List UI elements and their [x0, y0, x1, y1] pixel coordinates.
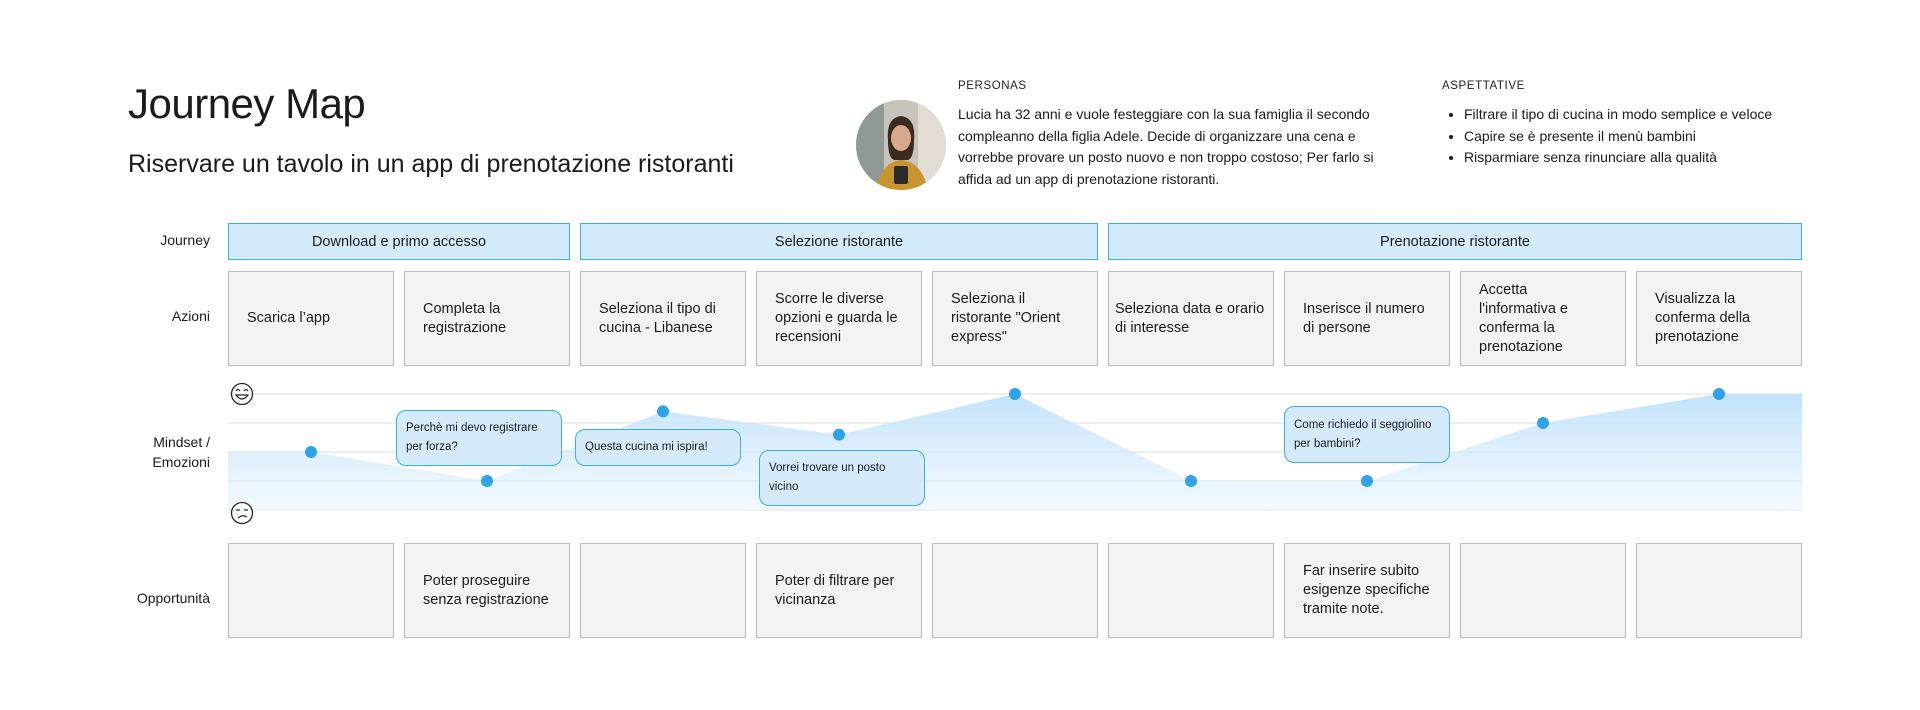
- aspettative-item: Capire se è presente il menù bambini: [1464, 126, 1864, 148]
- row-label-opportunita: Opportunità: [136, 590, 210, 606]
- opportunity-card: Far inserire subito esigenze specifiche …: [1284, 543, 1450, 638]
- row-label-mindset: Mindset /: [153, 434, 210, 450]
- journey-phase-download: Download e primo accesso: [228, 223, 570, 260]
- emotion-area: [228, 394, 1802, 510]
- opportunity-card: Poter proseguire senza registrazione: [404, 543, 570, 638]
- action-card: Inserisce il numero di persone: [1284, 271, 1450, 366]
- action-card: Scorre le diverse opzioni e guarda le re…: [756, 271, 922, 366]
- aspettative-list: Filtrare il tipo di cucina in modo sempl…: [1446, 104, 1864, 169]
- happy-face-icon: [230, 382, 254, 406]
- journey-phase-selezione: Selezione ristorante: [580, 223, 1098, 260]
- action-card: Scarica l’app: [228, 271, 394, 366]
- thought-bubble: Perchè mi devo registrare per forza?: [396, 410, 562, 466]
- personas-heading: PERSONAS: [958, 80, 1027, 92]
- row-label-azioni: Azioni: [171, 308, 210, 324]
- persona-avatar: [856, 100, 946, 190]
- opportunity-card: [228, 543, 394, 638]
- emotion-point: [481, 475, 493, 487]
- opportunity-card: Poter di filtrare per vicinanza: [756, 543, 922, 638]
- emotion-point: [1185, 475, 1197, 487]
- action-card: Visualizza la conferma della prenotazion…: [1636, 271, 1802, 366]
- aspettative-item: Risparmiare senza rinunciare alla qualit…: [1464, 147, 1864, 169]
- row-label-emozioni: Emozioni: [152, 454, 210, 470]
- opportunity-card: [1108, 543, 1274, 638]
- opportunity-card: [1636, 543, 1802, 638]
- thought-bubble: Questa cucina mi ispira!: [575, 429, 741, 466]
- page-title: Journey Map: [128, 80, 366, 127]
- aspettative-item: Filtrare il tipo di cucina in modo sempl…: [1464, 104, 1864, 126]
- action-card: Seleziona il ristorante "Orient express": [932, 271, 1098, 366]
- page-subtitle: Riservare un tavolo in un app di prenota…: [128, 150, 734, 178]
- emotion-point: [1537, 417, 1549, 429]
- emotion-point: [1009, 388, 1021, 400]
- personas-description: Lucia ha 32 anni e vuole festeggiare con…: [958, 106, 1374, 187]
- thought-bubble: Vorrei trovare un posto vicino: [759, 450, 925, 506]
- opportunity-card: [932, 543, 1098, 638]
- emotion-point: [833, 428, 845, 441]
- emotion-point: [1713, 388, 1725, 400]
- aspettative-heading: ASPETTATIVE: [1442, 80, 1525, 92]
- emotion-point: [1361, 475, 1373, 487]
- action-card: Accetta l'informativa e conferma la pren…: [1460, 271, 1626, 366]
- action-card: Seleziona data e orario di interesse: [1108, 271, 1274, 366]
- unhappy-face-icon: [230, 501, 254, 525]
- thought-bubble: Come richiedo il seggiolino per bambini?: [1284, 406, 1450, 463]
- emotion-point: [657, 405, 669, 418]
- action-card: Seleziona il tipo di cucina - Libanese: [580, 271, 746, 366]
- opportunity-card: [580, 543, 746, 638]
- row-label-journey: Journey: [160, 232, 210, 248]
- emotion-point: [305, 446, 317, 458]
- journey-phase-prenotazione: Prenotazione ristorante: [1108, 223, 1802, 260]
- action-card: Completa la registrazione: [404, 271, 570, 366]
- opportunity-card: [1460, 543, 1626, 638]
